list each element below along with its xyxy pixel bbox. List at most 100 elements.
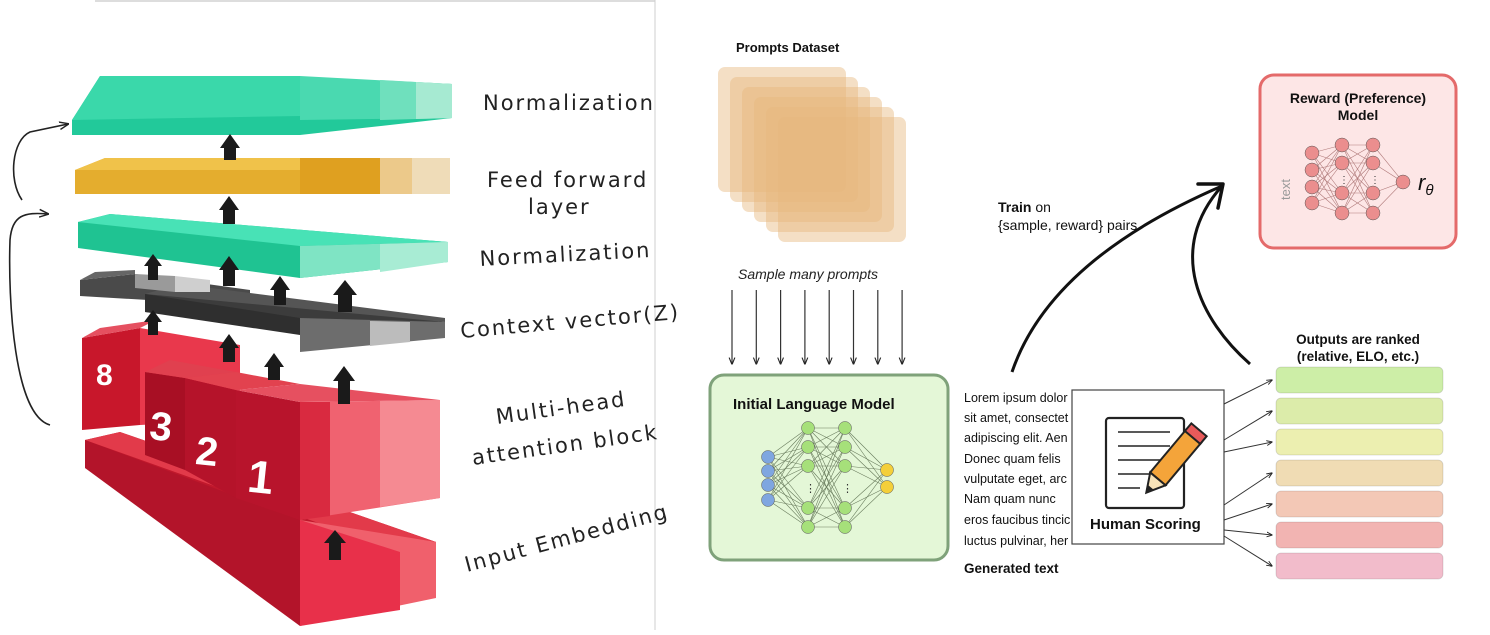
label-feed-forward-line1: Feed forward xyxy=(487,168,648,192)
ellipsis: ⋮ xyxy=(1370,175,1380,186)
net-edge xyxy=(844,446,888,471)
net-edge xyxy=(844,427,888,471)
net-node xyxy=(838,501,852,515)
ranking-connectors xyxy=(1223,380,1272,566)
label-feed-forward-line2: layer xyxy=(528,195,591,219)
generated-text-label: Generated text xyxy=(964,561,1059,576)
prompt-card xyxy=(778,117,906,242)
ranked-output-box xyxy=(1275,428,1444,456)
net-edge xyxy=(844,469,888,509)
up-arrow-icon xyxy=(333,366,355,404)
net-edge xyxy=(767,427,809,472)
attention-heads xyxy=(82,320,440,520)
ranking-connector xyxy=(1223,442,1272,453)
head-cube-3-front xyxy=(145,372,185,470)
net-edge xyxy=(844,469,888,528)
prompt-card xyxy=(742,87,870,212)
net-edge xyxy=(1372,144,1404,183)
net-edge xyxy=(767,499,809,528)
net-edge xyxy=(807,446,846,467)
net-edge xyxy=(1311,152,1343,194)
net-node xyxy=(1334,137,1350,153)
flow-arrows xyxy=(144,134,357,560)
net-node xyxy=(1304,179,1320,195)
rlhf-panel: Prompts Dataset Sample many prompts Init… xyxy=(708,40,1458,580)
ranked-output-box xyxy=(1275,459,1444,487)
net-edge xyxy=(1311,144,1343,204)
net-edge xyxy=(767,446,809,458)
ranking-connector xyxy=(1223,380,1272,405)
up-arrow-icon xyxy=(219,256,239,286)
net-edge xyxy=(767,465,809,501)
net-node xyxy=(838,459,852,473)
net-node xyxy=(838,520,852,534)
net-edge xyxy=(767,446,809,501)
net-edge xyxy=(807,446,846,528)
ranked-output-box xyxy=(1275,397,1444,425)
net-edge xyxy=(1341,144,1374,194)
net-edge xyxy=(767,427,809,486)
net-node xyxy=(1365,205,1381,221)
label-multi-head-line1: Multi-head xyxy=(494,387,627,429)
net-edge xyxy=(844,465,888,488)
net-node xyxy=(1365,185,1381,201)
ranked-output-box xyxy=(1275,490,1444,518)
prompts-dataset-title: Prompts Dataset xyxy=(736,40,840,55)
ellipsis: ⋮ xyxy=(1339,175,1349,186)
arrowhead-icon xyxy=(1196,182,1225,210)
head-label-3: 3 xyxy=(148,404,175,450)
ranked-outputs xyxy=(1275,366,1444,580)
generated-line: Lorem ipsum dolor xyxy=(964,391,1068,405)
net-edge xyxy=(767,484,809,509)
context-vector-slab xyxy=(80,270,445,352)
reward-input-label: text xyxy=(1278,179,1293,200)
net-edge xyxy=(844,465,888,471)
net-node xyxy=(1395,174,1411,190)
net-edge xyxy=(767,470,809,528)
prompt-card xyxy=(718,67,846,192)
label-input-embedding: Input Embedding xyxy=(462,499,671,577)
net-edge xyxy=(844,446,888,488)
normalization-top-slab xyxy=(72,76,452,135)
train-label: Train on xyxy=(998,199,1051,215)
ranking-connector xyxy=(1223,535,1272,566)
net-node xyxy=(801,501,815,515)
net-edge xyxy=(844,486,888,509)
up-arrow-icon xyxy=(219,196,239,224)
ranked-title-line2: (relative, ELO, etc.) xyxy=(1297,349,1419,364)
net-node xyxy=(838,440,852,454)
generated-line: adipiscing elit. Aen xyxy=(964,431,1068,445)
net-edge xyxy=(807,427,846,509)
net-node xyxy=(1304,162,1320,178)
up-arrow-icon xyxy=(264,353,284,380)
transformer-panel: 8 3 2 1 xyxy=(8,0,681,630)
initial-lm-title: Initial Language Model xyxy=(733,396,895,413)
prompt-card xyxy=(754,97,882,222)
generated-line: Nam quam nunc xyxy=(964,492,1056,506)
net-edge xyxy=(767,456,809,528)
up-arrow-icon xyxy=(144,310,162,335)
net-node xyxy=(1304,195,1320,211)
net-node xyxy=(1365,155,1381,171)
up-arrow-icon xyxy=(324,530,346,560)
net-node xyxy=(761,450,775,464)
ranked-output-box xyxy=(1275,552,1444,580)
generated-line: luctus pulvinar, her xyxy=(964,534,1068,548)
net-edge xyxy=(767,465,809,486)
net-edge xyxy=(1311,169,1343,214)
net-edge xyxy=(1341,162,1374,214)
net-edge xyxy=(767,470,809,509)
train-label-line2: {sample, reward} pairs xyxy=(998,217,1137,233)
ranking-arrow xyxy=(1191,185,1251,366)
net-node xyxy=(1334,185,1350,201)
sample-arrows xyxy=(732,290,902,364)
net-node xyxy=(761,478,775,492)
net-edge xyxy=(767,446,809,472)
ranked-output-box xyxy=(1275,521,1444,549)
head-cube-1-front xyxy=(236,390,300,520)
generated-line: eros faucibus tincic xyxy=(964,513,1070,527)
net-node xyxy=(1334,155,1350,171)
net-edge xyxy=(767,456,809,509)
